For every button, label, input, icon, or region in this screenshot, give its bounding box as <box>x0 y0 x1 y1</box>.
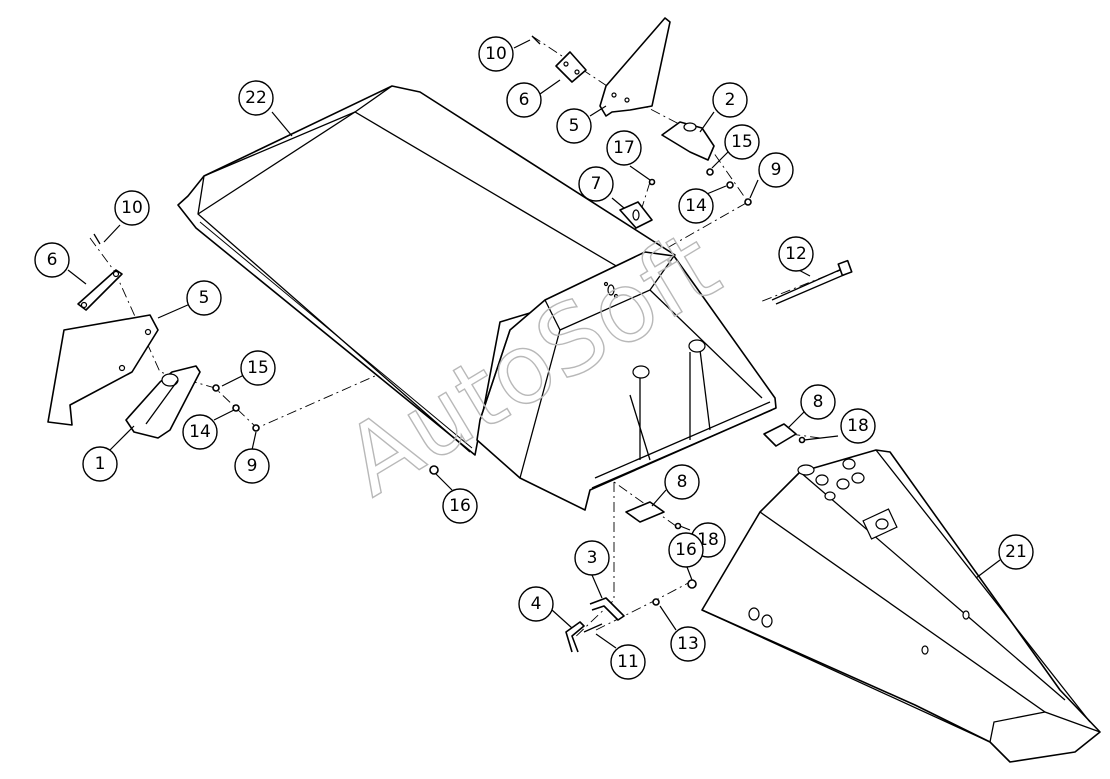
callout-6-left: 6 <box>34 242 70 278</box>
part-22-upper-shield <box>177 85 676 456</box>
svg-text:3: 3 <box>587 548 598 568</box>
callout-22: 22 <box>238 80 274 116</box>
callout-21: 21 <box>998 534 1034 570</box>
part-4-pin <box>565 621 585 653</box>
callout-2: 2 <box>712 82 748 118</box>
callout-4: 4 <box>518 586 554 622</box>
svg-text:5: 5 <box>569 116 580 136</box>
callout-5-left: 5 <box>186 280 222 316</box>
callout-15-upper: 15 <box>724 124 760 160</box>
svg-text:15: 15 <box>247 358 269 378</box>
part-6-upper-strap <box>555 51 587 83</box>
callout-8-lower: 8 <box>664 464 700 500</box>
callout-6-upper: 6 <box>506 82 542 118</box>
svg-text:14: 14 <box>685 196 707 216</box>
svg-text:14: 14 <box>189 422 211 442</box>
svg-text:17: 17 <box>613 138 635 158</box>
callout-labels: 22 10 6 5 1 15 14 9 16 10 6 5 2 17 15 9 … <box>34 36 1034 680</box>
svg-text:16: 16 <box>449 496 471 516</box>
callout-15-left: 15 <box>240 350 276 386</box>
svg-text:5: 5 <box>199 288 210 308</box>
callout-16-lower: 16 <box>668 532 704 568</box>
svg-text:9: 9 <box>771 160 782 180</box>
svg-text:15: 15 <box>731 132 753 152</box>
callout-12: 12 <box>778 236 814 272</box>
callout-18-upper: 18 <box>840 408 876 444</box>
callout-1: 1 <box>82 446 118 482</box>
svg-text:18: 18 <box>847 416 869 436</box>
callout-8-upper: 8 <box>800 384 836 420</box>
svg-text:2: 2 <box>725 90 736 110</box>
callout-14-upper: 14 <box>678 188 714 224</box>
callout-3: 3 <box>574 540 610 576</box>
svg-text:6: 6 <box>519 90 530 110</box>
small-hardware <box>47 17 853 653</box>
svg-text:11: 11 <box>617 652 639 672</box>
part-8-plate-lower <box>625 501 665 523</box>
callout-10-left: 10 <box>114 190 150 226</box>
svg-text:22: 22 <box>245 88 267 108</box>
callout-13: 13 <box>670 626 706 662</box>
center-housing <box>476 251 777 511</box>
callout-7: 7 <box>578 166 614 202</box>
callout-9-left: 9 <box>234 448 270 484</box>
svg-text:1: 1 <box>95 454 106 474</box>
svg-text:7: 7 <box>591 174 602 194</box>
part-3-clip <box>589 597 625 621</box>
svg-text:16: 16 <box>675 540 697 560</box>
svg-text:6: 6 <box>47 250 58 270</box>
callout-17: 17 <box>606 130 642 166</box>
callout-16-left: 16 <box>442 488 478 524</box>
svg-text:8: 8 <box>677 472 688 492</box>
svg-text:4: 4 <box>531 594 542 614</box>
callout-11: 11 <box>610 644 646 680</box>
part-8-plate-upper <box>763 423 797 447</box>
svg-text:10: 10 <box>121 198 143 218</box>
svg-text:10: 10 <box>485 44 507 64</box>
callout-5-upper: 5 <box>556 108 592 144</box>
svg-text:12: 12 <box>785 244 807 264</box>
part-5-left-plate <box>47 314 159 426</box>
part-5-upper-plate <box>599 17 671 117</box>
svg-text:21: 21 <box>1005 542 1027 562</box>
part-21-lower-cone <box>701 449 1101 763</box>
callout-9-upper: 9 <box>758 152 794 188</box>
callout-10-upper: 10 <box>478 36 514 72</box>
svg-text:8: 8 <box>813 392 824 412</box>
callout-14-left: 14 <box>182 414 218 450</box>
svg-text:9: 9 <box>247 456 258 476</box>
svg-text:13: 13 <box>677 634 699 654</box>
